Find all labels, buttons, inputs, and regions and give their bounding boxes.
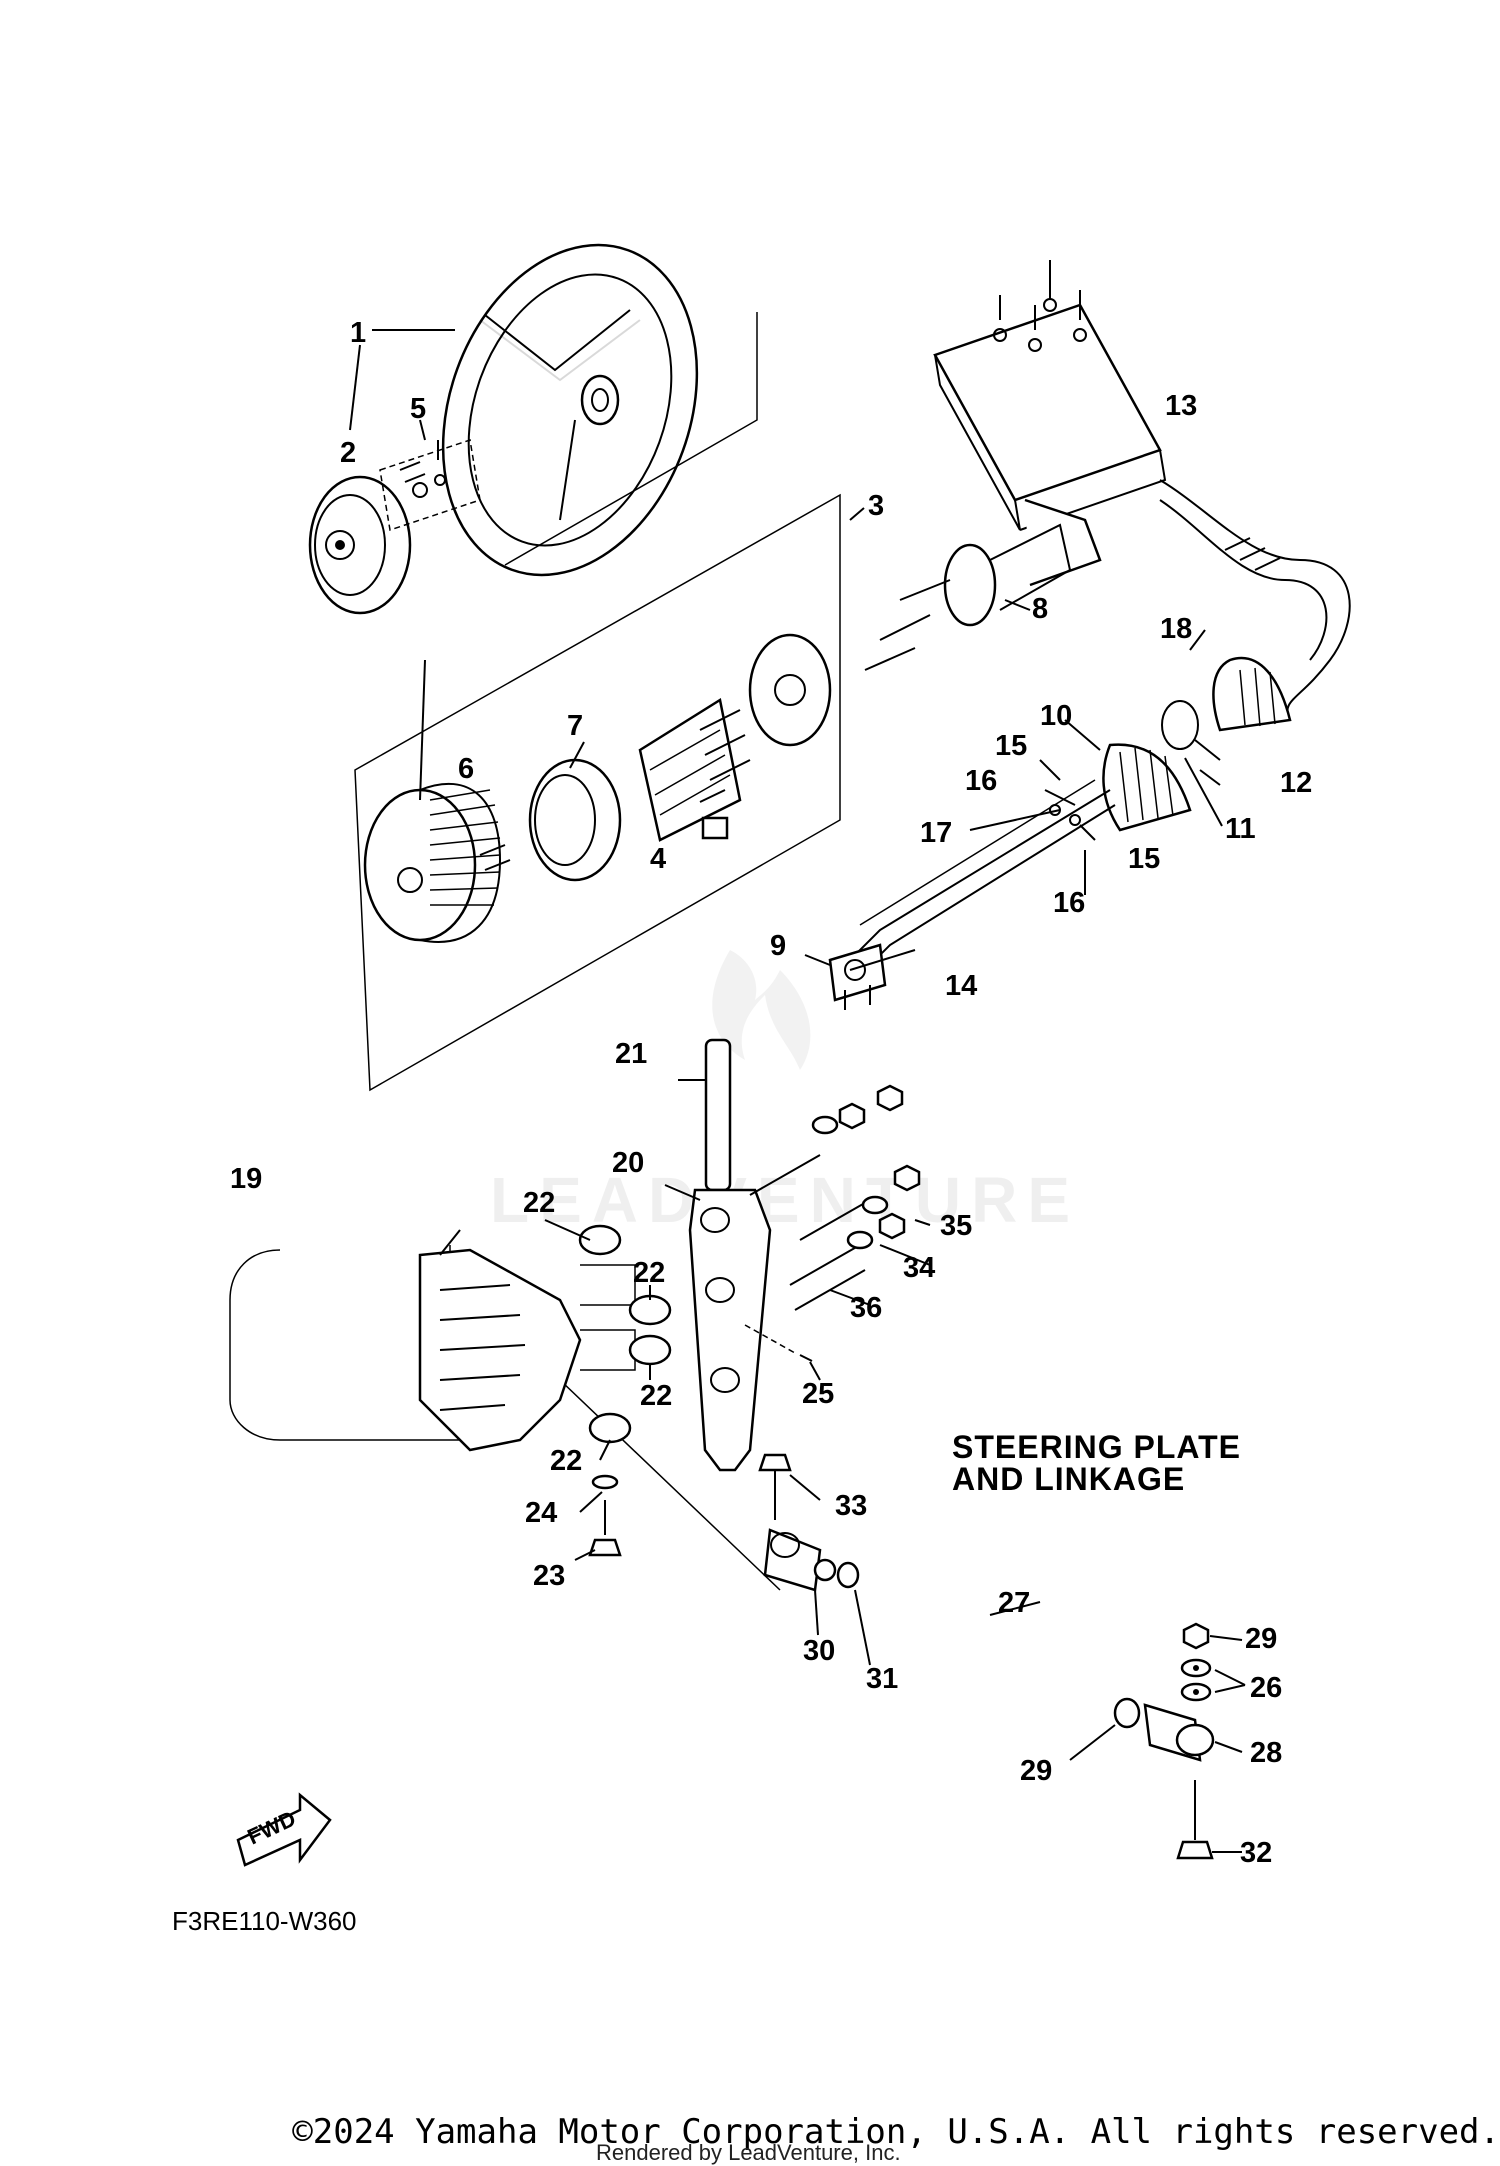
callout-22d: 22 xyxy=(550,1445,582,1477)
callout-19: 19 xyxy=(230,1163,262,1195)
callout-32: 32 xyxy=(1240,1837,1272,1869)
washers-26 xyxy=(1180,1658,1212,1702)
wiring-harness xyxy=(1159,479,1351,721)
callout-2: 2 xyxy=(340,437,356,469)
ball-joint-30 xyxy=(763,1528,837,1592)
ball-joint-28 xyxy=(1143,1703,1215,1762)
callout-6: 6 xyxy=(458,753,474,785)
helm-shaft-bracket xyxy=(864,523,1072,671)
callout-22a: 22 xyxy=(523,1187,555,1219)
figure-code: F3RE110-W360 xyxy=(172,1906,357,1936)
steering-shaft xyxy=(704,1038,732,1192)
clip xyxy=(701,816,729,840)
leader-lines xyxy=(349,329,1246,1853)
callout-16b: 16 xyxy=(1053,887,1085,919)
bolt-32 xyxy=(1176,1780,1214,1860)
steering-actuator xyxy=(933,303,1167,587)
callout-24: 24 xyxy=(525,1497,557,1529)
callout-15a: 15 xyxy=(995,730,1027,762)
callout-8: 8 xyxy=(1032,593,1048,625)
callout-29a: 29 xyxy=(1245,1623,1277,1655)
callout-22b: 22 xyxy=(633,1257,665,1289)
watermark: LEADVENTURE xyxy=(490,950,1080,1236)
hose-clamp xyxy=(1161,700,1221,761)
actuator-bolts xyxy=(993,260,1087,352)
callout-23: 23 xyxy=(533,1560,565,1592)
steering-wheel-cap xyxy=(308,475,412,615)
wheel-hardware-kit xyxy=(379,439,481,531)
helm-unit xyxy=(638,633,832,842)
callout-20: 20 xyxy=(612,1147,644,1179)
watermark-flame-icon xyxy=(712,950,811,1070)
diagram-title-line2: AND LINKAGE xyxy=(952,1461,1185,1497)
nozzle-bushings xyxy=(578,1224,672,1444)
copyright-notice: ©2024 Yamaha Motor Corporation, U.S.A. A… xyxy=(292,2112,1500,2152)
nut-29-lower xyxy=(1113,1697,1141,1729)
callout-34: 34 xyxy=(903,1252,935,1284)
steering-arm xyxy=(688,1188,772,1472)
callout-36: 36 xyxy=(850,1292,882,1324)
callout-26: 26 xyxy=(1250,1672,1282,1704)
callout-16a: 16 xyxy=(965,765,997,797)
diagram-title-line1: STEERING PLATE xyxy=(952,1429,1241,1465)
watermark-text: LEADVENTURE xyxy=(490,1164,1080,1236)
callout-25: 25 xyxy=(802,1378,834,1410)
helm-screws xyxy=(479,844,511,871)
tie-rod xyxy=(859,1577,1113,1703)
bolt-washer-23-24 xyxy=(588,1474,622,1557)
helm-assembly-frame xyxy=(354,312,841,1092)
callout-12: 12 xyxy=(1280,767,1312,799)
callout-13: 13 xyxy=(1165,390,1197,422)
callout-29b: 29 xyxy=(1020,1755,1052,1787)
steering-wheel xyxy=(441,243,699,577)
callout-27: 27 xyxy=(998,1587,1030,1619)
callout-28: 28 xyxy=(1250,1737,1282,1769)
callouts: 1 2 5 3 7 6 4 8 13 18 10 15 12 16 11 17 … xyxy=(230,317,1312,1869)
callout-14: 14 xyxy=(945,970,977,1002)
bellows-boot-lower xyxy=(1102,743,1192,832)
callout-3: 3 xyxy=(868,490,884,522)
studs-nuts-washers xyxy=(744,1084,921,1362)
callout-18: 18 xyxy=(1160,613,1192,645)
callout-21: 21 xyxy=(615,1038,647,1070)
nut-31 xyxy=(836,1561,860,1589)
linkage-bolt-33 xyxy=(758,1453,792,1520)
fwd-arrow-icon: FWD xyxy=(236,1792,332,1867)
callout-4: 4 xyxy=(650,843,666,875)
callout-5: 5 xyxy=(410,393,426,425)
callout-30: 30 xyxy=(803,1635,835,1667)
callout-22c: 22 xyxy=(640,1380,672,1412)
callout-10: 10 xyxy=(1040,700,1072,732)
callout-9: 9 xyxy=(770,930,786,962)
tie-rod-end-9 xyxy=(828,943,887,1010)
bezel-ring xyxy=(528,758,622,882)
helm-cover xyxy=(363,782,502,943)
callout-33: 33 xyxy=(835,1490,867,1522)
callout-1: 1 xyxy=(350,317,366,349)
callout-7: 7 xyxy=(567,710,583,742)
callout-15b: 15 xyxy=(1128,843,1160,875)
steering-nozzle xyxy=(418,1248,636,1452)
callout-17: 17 xyxy=(920,817,952,849)
nut-29-upper xyxy=(1182,1622,1210,1650)
bellows-boot-upper xyxy=(1212,656,1292,732)
rendered-by-text: Rendered by LeadVenture, Inc. xyxy=(596,2140,901,2165)
callout-11: 11 xyxy=(1225,813,1256,845)
callout-35: 35 xyxy=(940,1210,972,1242)
callout-31: 31 xyxy=(866,1663,898,1695)
